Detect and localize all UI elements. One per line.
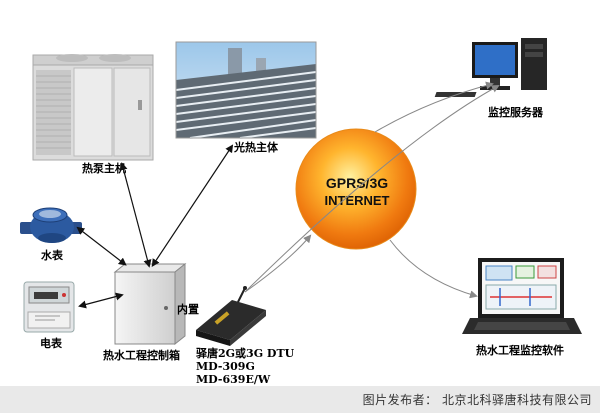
arrow-box-water-meter: [76, 226, 127, 266]
water-meter-image: [20, 207, 82, 243]
control-box-label: 热水工程控制箱: [103, 348, 180, 362]
connection-arrows: [76, 144, 234, 309]
network-label-line2: INTERNET: [325, 193, 390, 208]
water-meter-label: 水表: [41, 248, 64, 262]
solar-collector-image: [175, 41, 317, 139]
builtin-label: 内置: [177, 302, 199, 316]
server-computer-image: [434, 38, 547, 97]
arrow-box-solar: [151, 144, 234, 267]
footer-bar: 图片发布者： 北京北科驿唐科技有限公司: [0, 386, 600, 413]
dtu-device-image: [196, 286, 266, 346]
solar-label: 光热主体: [233, 140, 279, 154]
network-arrows: [244, 81, 500, 299]
arrow-network-server: [374, 81, 494, 133]
dtu-label-line2: MD-309G: [196, 360, 255, 373]
arrow-network-laptop: [389, 239, 478, 299]
control-box-image: [113, 262, 187, 346]
publisher-credit: 图片发布者： 北京北科驿唐科技有限公司: [362, 393, 592, 407]
arrow-dtu-server: [244, 85, 500, 293]
heat-pump-label: 热泵主机: [82, 161, 126, 175]
arrow-dtu-network: [244, 234, 312, 293]
software-label: 热水工程监控软件: [476, 343, 564, 357]
arrow-box-heatpump: [119, 162, 152, 268]
electric-meter-image: [23, 281, 75, 333]
arrow-box-electric-meter: [78, 292, 124, 309]
dtu-label-line3: MD-639E/W: [196, 373, 271, 386]
laptop-software-image: [462, 258, 582, 334]
dtu-label-line1: 驿唐2G或3G DTU: [196, 346, 295, 360]
heat-pump-image: [32, 54, 154, 161]
server-label: 监控服务器: [488, 105, 544, 119]
electric-meter-label: 电表: [40, 336, 63, 350]
network-label-line1: GPRS/3G: [326, 175, 388, 191]
